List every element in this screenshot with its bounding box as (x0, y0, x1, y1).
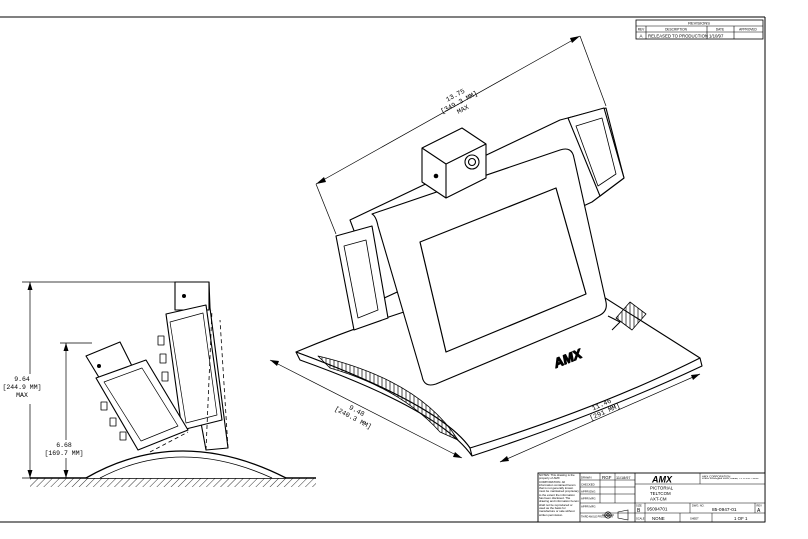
side-view (30, 281, 316, 487)
drawing-title-line3: AXT-CM (650, 497, 667, 502)
drawing-title-line2: TELTCOM (650, 491, 671, 496)
revisions-col-approved: APPROVED (739, 28, 757, 32)
appr-eng-label: APPR ENG (581, 490, 595, 494)
scale-value: NONE (652, 516, 665, 521)
company-logo: AMX (651, 475, 673, 485)
drawn-date: 11/18/97 (616, 476, 631, 480)
revisions-table: REVISIONS REV DESCRIPTION DATE APPROVED … (635, 19, 764, 40)
max-height-label: 9.64 [244.9 MM] MAX (2, 374, 42, 404)
third-angle-projection-symbol (602, 509, 629, 521)
sheet-value: 1 OF 1 (734, 516, 748, 521)
appr-mfg-label: APPR MFG (581, 497, 596, 501)
ground-hatch (30, 478, 316, 487)
max-height-mm: [244.9 MM] (2, 384, 41, 391)
side-base (85, 450, 287, 479)
revisions-col-date: DATE (716, 28, 724, 32)
iso-speaker-grille (615, 301, 647, 331)
revisions-col-rev: REV (638, 28, 645, 32)
revision-row-date: 1/10/97 (709, 34, 724, 39)
max-height-note: MAX (16, 392, 28, 399)
isometric-view: AMX (295, 107, 703, 457)
revisions-col-description: DESCRIPTION (665, 28, 687, 32)
checked-label: CHECKED (581, 483, 595, 487)
max-height-value: 9.64 (14, 376, 30, 383)
rev-value: A (757, 508, 761, 514)
title-block-text: NOTES: This drawing is the property of A… (539, 474, 763, 521)
min-height-value: 6.68 (56, 442, 72, 449)
size-label: SIZE (636, 504, 642, 508)
revisions-title: REVISIONS (688, 21, 710, 26)
part-number: 95094701 (647, 507, 668, 512)
title-block (537, 472, 766, 523)
dwg-no-label: DWG. NO. (692, 504, 705, 508)
dwg-no-value: 85-0947-01 (712, 507, 737, 513)
appr-mfg2-label: APPR MFG (581, 505, 596, 509)
title-block-notes: NOTES: This drawing is the property of A… (539, 474, 579, 517)
company-name: AMX CORPORATION (702, 475, 730, 479)
sheet-label: SHEET (690, 517, 699, 521)
isometric-dimensions (269, 35, 701, 463)
drawn-label: DRAWN (581, 476, 591, 480)
overall-length-label: 13.75 [349.3 MM] MAX (440, 88, 480, 117)
size-value: B (637, 508, 641, 514)
third-angle-label: THIRD ANGLE PROJECTION (581, 516, 613, 519)
iso-base-hatch (317, 355, 459, 441)
revision-row-description: RELEASED TO PRODUCTION (648, 34, 708, 39)
drawn-by: RGF (602, 475, 612, 480)
iso-camera (421, 127, 487, 199)
min-height-label: 6.68 [169.7 MM] (40, 440, 88, 458)
iso-screen-display (419, 187, 587, 353)
scale-label: SCALE (636, 517, 645, 521)
rev-label: REV (757, 504, 763, 508)
drawing-title-line1: PICTORIAL (650, 486, 674, 491)
revision-row-rev: A (639, 34, 642, 39)
company-address: 11995 Forestgate Drive, Dallas, TX U.S.A… (702, 478, 759, 480)
min-height-mm: [169.7 MM] (44, 450, 83, 457)
